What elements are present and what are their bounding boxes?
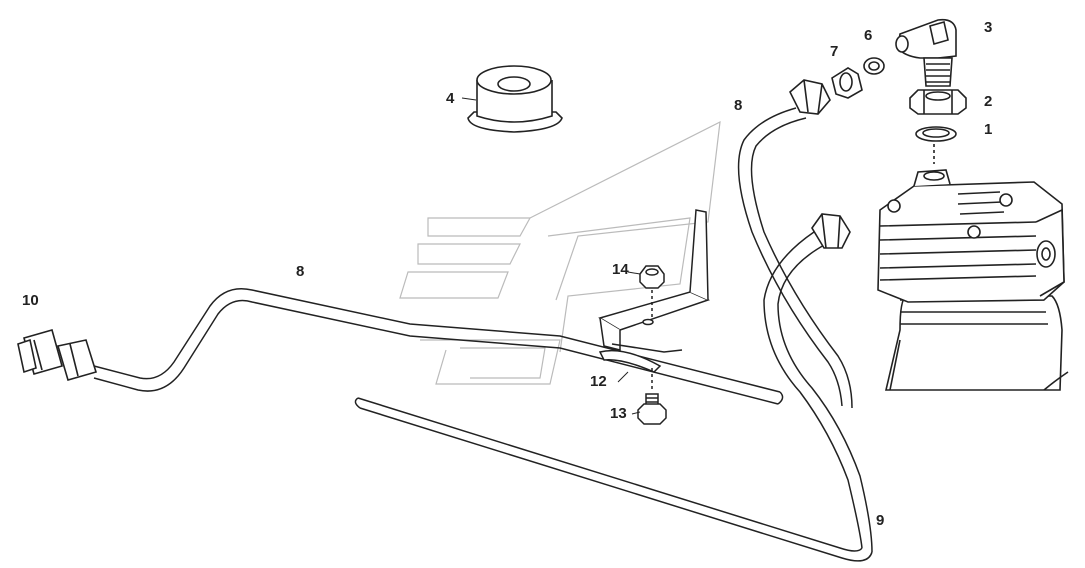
part-10-fitting — [17, 329, 98, 381]
part-7-ferrule — [831, 67, 863, 99]
part-2-nut — [909, 89, 967, 115]
part-8-union-nut — [789, 79, 831, 115]
callout-6: 6 — [864, 27, 872, 44]
lower-long-tube — [354, 397, 873, 562]
watermark-logo — [399, 120, 721, 385]
part-9-union-nut — [811, 213, 851, 249]
callout-10: 10 — [22, 292, 39, 309]
callout-8-main: 8 — [296, 263, 304, 280]
leader-lines — [461, 97, 641, 415]
callout-1: 1 — [984, 121, 992, 138]
callout-2: 2 — [984, 93, 992, 110]
part-8-main-tube — [93, 288, 784, 405]
part-9-tube — [763, 231, 873, 553]
callout-12: 12 — [590, 373, 607, 390]
callout-4: 4 — [446, 90, 455, 107]
callout-13: 13 — [610, 405, 627, 422]
part-3-elbow — [895, 18, 957, 87]
part-8-upper-tube — [737, 107, 853, 409]
callout-3: 3 — [984, 19, 992, 36]
callout-9: 9 — [876, 512, 884, 529]
part-1-washer — [915, 126, 957, 164]
compressor-head — [877, 169, 1069, 391]
mounting-bracket — [598, 209, 711, 351]
part-6-ring — [863, 57, 885, 75]
callout-14: 14 — [612, 261, 629, 278]
part-4-cap — [467, 65, 563, 133]
part-12-clamp — [598, 343, 683, 373]
callout-7: 7 — [830, 43, 838, 60]
part-13-bolt — [637, 368, 667, 425]
part-14-nut — [639, 265, 665, 320]
callout-8-upper: 8 — [734, 97, 742, 114]
